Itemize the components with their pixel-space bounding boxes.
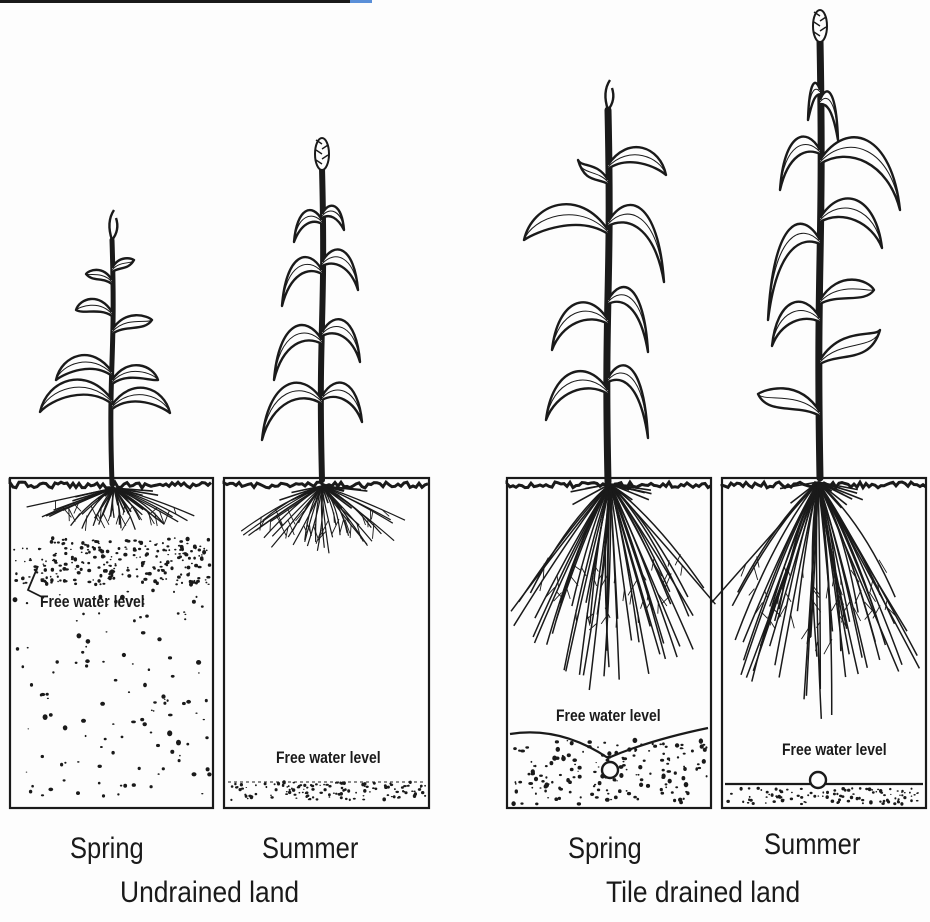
free-water-label-undrained-spring: Free water level bbox=[40, 592, 145, 612]
plant-drained-summer bbox=[758, 10, 900, 478]
soil-box-0 bbox=[10, 478, 213, 808]
roots-drained-summer bbox=[712, 482, 920, 719]
roots-undrained-spring bbox=[27, 488, 195, 531]
tassel bbox=[315, 138, 329, 170]
season-label-drained-summer: Summer bbox=[764, 828, 860, 862]
stipple-dense-undrained-spring bbox=[13, 536, 211, 586]
corn-plants bbox=[40, 10, 900, 484]
stipple-sparse-undrained-spring bbox=[13, 589, 212, 798]
root-systems bbox=[27, 482, 920, 719]
season-label-undrained-spring: Spring bbox=[70, 832, 144, 866]
stipple-band-undrained-summer bbox=[230, 780, 426, 801]
plant-drained-spring bbox=[524, 80, 666, 482]
plant-undrained-summer bbox=[262, 138, 362, 480]
drain-tiles-and-marks bbox=[28, 566, 826, 788]
caption-tile-drained-land: Tile drained land bbox=[606, 876, 800, 910]
caption-undrained-land: Undrained land bbox=[120, 876, 299, 910]
free-water-label-drained-summer: Free water level bbox=[782, 740, 887, 760]
drain-tile-spring bbox=[602, 762, 618, 778]
stipple-drained-summer bbox=[726, 787, 919, 806]
free-water-label-drained-spring: Free water level bbox=[556, 706, 661, 726]
season-label-drained-spring: Spring bbox=[568, 832, 642, 866]
roots-drained-spring bbox=[511, 484, 715, 690]
season-label-undrained-summer: Summer bbox=[262, 832, 358, 866]
plant-undrained-spring bbox=[40, 210, 170, 484]
roots-undrained-summer bbox=[241, 486, 405, 553]
tassel bbox=[813, 10, 827, 42]
drain-tile-summer bbox=[810, 772, 826, 788]
free-water-label-undrained-summer: Free water level bbox=[276, 748, 381, 768]
